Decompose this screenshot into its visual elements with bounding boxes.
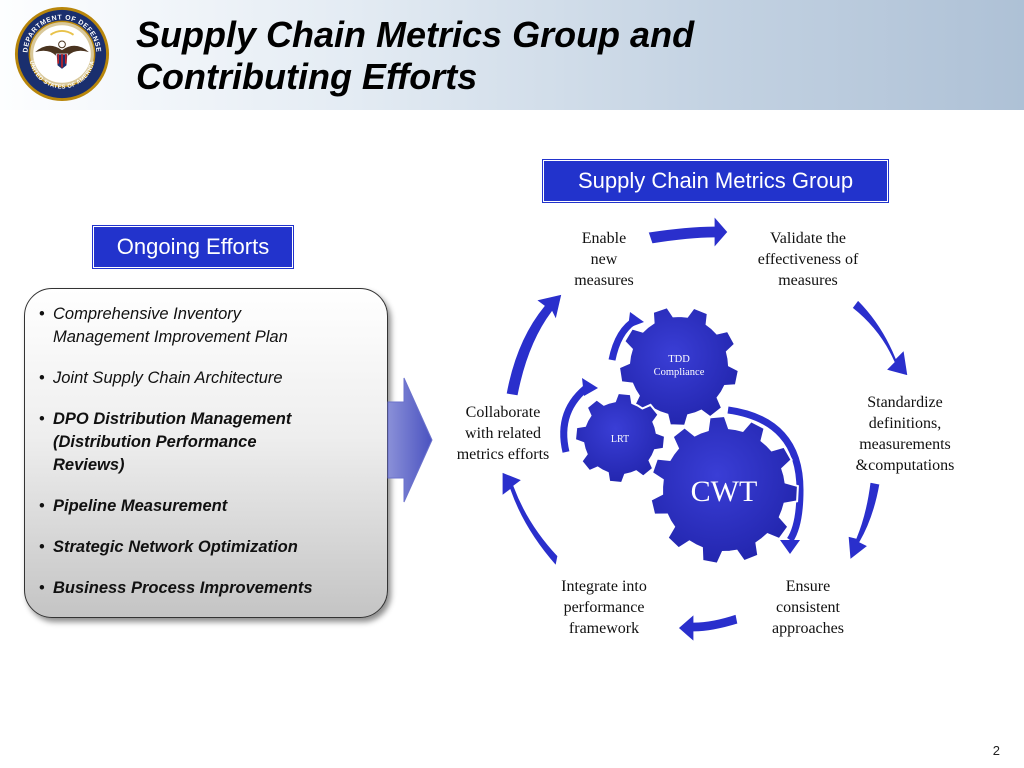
step-integrate-line-2: performance xyxy=(564,599,645,616)
step-standardize-line-2: definitions, xyxy=(869,415,941,432)
header-bar: DEPARTMENT OF DEFENSE UNITED STATES OF A… xyxy=(0,0,1024,110)
metrics-group-label: Supply Chain Metrics Group xyxy=(543,160,888,202)
step-collaborate-line-1: Collaborate xyxy=(466,404,541,421)
gear-label-cwt: CWT xyxy=(691,475,758,508)
gear-lrt-icon xyxy=(573,391,667,485)
bullet-icon: • xyxy=(39,410,45,428)
step-enable-line-2: new xyxy=(591,251,618,268)
page-title: Supply Chain Metrics Group and Contribut… xyxy=(136,14,896,98)
flow-arrow-icon xyxy=(387,377,433,503)
list-item-text-line: Pipeline Measurement xyxy=(53,497,228,515)
list-item: • DPO Distribution Management (Distribut… xyxy=(39,408,371,477)
step-ensure-line-2: consistent xyxy=(776,599,841,616)
list-item: • Business Process Improvements xyxy=(39,577,371,600)
step-standardize-line-1: Standardize xyxy=(867,394,943,411)
step-standardize-line-4: &computations xyxy=(856,457,955,474)
gear-tdd-icon xyxy=(617,306,740,427)
ongoing-efforts-label: Ongoing Efforts xyxy=(93,226,293,268)
step-enable-line-3: measures xyxy=(574,272,634,289)
bullet-icon: • xyxy=(39,497,45,515)
list-item-text-line: DPO Distribution Management xyxy=(53,410,292,428)
list-item-text-line: Comprehensive Inventory xyxy=(53,305,242,323)
list-item-text-line: (Distribution Performance xyxy=(53,433,257,451)
bullet-icon: • xyxy=(39,579,45,597)
list-item-text-line: Business Process Improvements xyxy=(53,579,313,597)
step-validate-line-2: effectiveness of xyxy=(758,251,859,268)
step-enable-line-1: Enable xyxy=(582,230,626,247)
cycle-arrow-left-upper-icon xyxy=(505,293,563,397)
bullet-icon: • xyxy=(39,305,45,323)
ongoing-efforts-box: • Comprehensive Inventory Management Imp… xyxy=(24,288,388,618)
step-ensure-line-3: approaches xyxy=(772,620,844,637)
step-standardize-line-3: measurements xyxy=(859,436,951,453)
list-item: • Comprehensive Inventory Management Imp… xyxy=(39,303,371,349)
cycle-arrow-right-upper-icon xyxy=(851,299,909,377)
step-integrate-line-1: Integrate into xyxy=(561,578,647,595)
gear-arrow-cwt-head-icon xyxy=(780,540,800,554)
page-title-line-1: Supply Chain Metrics Group and xyxy=(136,14,695,55)
list-item-text-line: Reviews) xyxy=(53,456,125,474)
gear-label-lrt: LRT xyxy=(611,434,629,445)
step-integrate-line-3: framework xyxy=(569,620,639,637)
step-validate-line-3: measures xyxy=(778,272,838,289)
dod-seal-icon: DEPARTMENT OF DEFENSE UNITED STATES OF A… xyxy=(14,6,110,102)
list-item-text-line: Strategic Network Optimization xyxy=(53,538,298,556)
step-collaborate-line-3: metrics efforts xyxy=(457,446,550,463)
step-collaborate-line-2: with related xyxy=(465,425,541,442)
gear-cwt-icon xyxy=(649,414,799,565)
gear-arrow-lrt-head-icon xyxy=(582,378,598,396)
cycle-arrow-left-lower-icon xyxy=(501,471,559,568)
cycle-arrow-bottom-icon xyxy=(677,612,739,644)
step-ensure-line-1: Ensure xyxy=(786,578,830,595)
page-number: 2 xyxy=(992,743,1000,758)
list-item: • Strategic Network Optimization xyxy=(39,536,371,559)
list-item: • Joint Supply Chain Architecture xyxy=(39,367,371,390)
list-item-text-line: Joint Supply Chain Architecture xyxy=(53,369,283,387)
cycle-arrow-top-icon xyxy=(647,214,729,250)
gear-arrow-tdd-head-icon xyxy=(628,312,644,328)
gear-label-tdd-line-2: Compliance xyxy=(654,367,705,378)
bullet-icon: • xyxy=(39,538,45,556)
gear-label-tdd-line-1: TDD xyxy=(668,354,690,365)
cycle-arrow-right-lower-icon xyxy=(847,481,881,562)
list-item: • Pipeline Measurement xyxy=(39,495,371,518)
bullet-icon: • xyxy=(39,369,45,387)
gear-arrow-cwt-icon xyxy=(727,406,804,542)
ongoing-efforts-list: • Comprehensive Inventory Management Imp… xyxy=(25,289,387,600)
page-title-line-2: Contributing Efforts xyxy=(136,56,478,97)
step-validate-line-1: Validate the xyxy=(770,230,846,247)
list-item-text-line: Management Improvement Plan xyxy=(53,328,288,346)
